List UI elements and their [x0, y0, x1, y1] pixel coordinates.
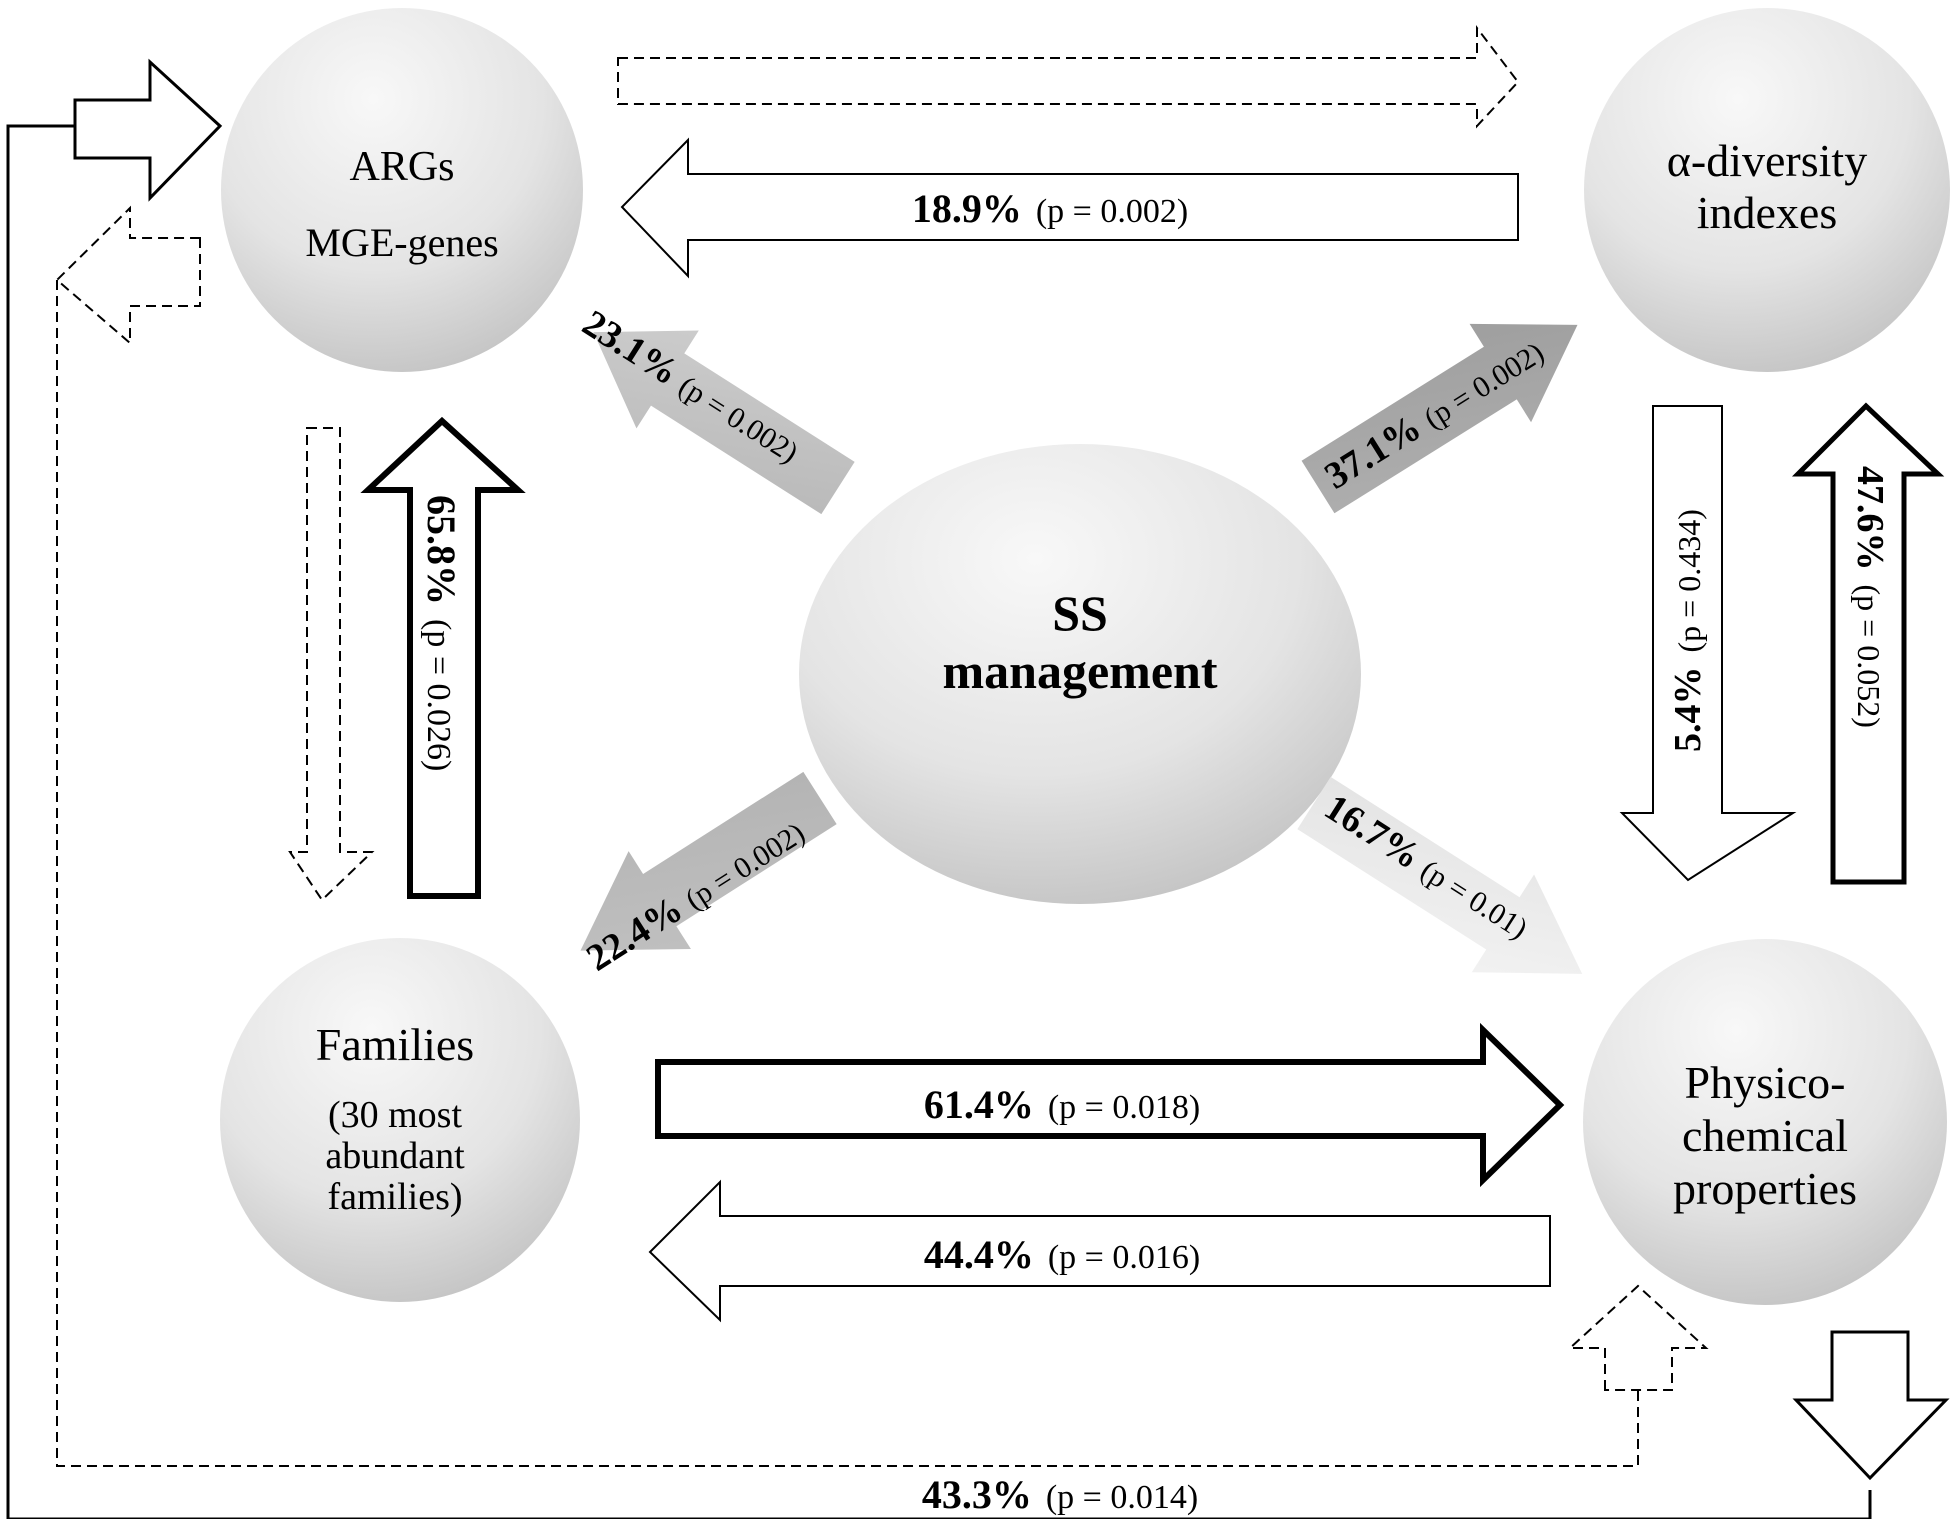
- dashed-arrow-out-of-args: [55, 205, 201, 346]
- families-label-2: (30 most: [328, 1094, 463, 1136]
- physico-node: [1583, 939, 1947, 1305]
- dashed-arrow-args-to-alpha: [617, 25, 1520, 129]
- arrow-physico-to-alpha: [1791, 402, 1945, 885]
- families-node: [220, 938, 580, 1302]
- families-label-1: Families: [316, 1019, 474, 1070]
- args-node: [221, 8, 583, 372]
- arrow-physico-to-args-label: 43.3% (p = 0.014): [922, 1472, 1198, 1517]
- arrow-physico-to-families-label: 44.4% (p = 0.016): [924, 1232, 1200, 1277]
- args-label-2: MGE-genes: [305, 220, 498, 265]
- arrow-physico-to-families: [648, 1179, 1551, 1323]
- arrow-physico-down-loop: [1792, 1330, 1950, 1481]
- arrow-families-to-args: [360, 416, 526, 899]
- arrow-physico-to-alpha-label: 47.6% (p = 0.052): [1849, 466, 1891, 728]
- physico-label-3: properties: [1673, 1163, 1857, 1214]
- dashed-arrow-into-physico: [1567, 1284, 1709, 1391]
- args-label-1: ARGs: [349, 144, 454, 190]
- arrow-ss-to-alpha-label: 37.1% (p = 0.002): [1318, 330, 1551, 498]
- physico-label-1: Physico-: [1685, 1057, 1846, 1108]
- alpha-label-2: indexes: [1697, 187, 1838, 238]
- arrow-loop-into-args: [73, 58, 223, 202]
- arrow-alpha-to-args: [620, 137, 1519, 279]
- alpha-node: [1584, 8, 1950, 372]
- ss-node: [799, 444, 1361, 904]
- arrow-ss-to-physico-label: 16.7% (p = 0.01): [1317, 786, 1537, 947]
- arrow-alpha-to-physico: [1619, 405, 1797, 882]
- arrow-ss-to-families: [580, 771, 837, 951]
- families-label-4: families): [327, 1176, 462, 1218]
- arrow-ss-to-args-label: 23.1% (p = 0.002): [575, 302, 807, 471]
- families-label-3: abundant: [325, 1135, 465, 1177]
- arrow-ss-to-alpha: [1301, 323, 1578, 514]
- ss-label-1: SS: [1052, 585, 1108, 641]
- arrow-ss-to-physico: [1297, 776, 1583, 974]
- arrow-families-to-physico-label: 61.4% (p = 0.018): [924, 1082, 1200, 1127]
- arrow-alpha-to-physico-label: 5.4% (p = 0.434): [1667, 509, 1709, 752]
- arrow-ss-to-args: [593, 330, 855, 515]
- arrow-families-to-physico: [655, 1022, 1565, 1188]
- physico-label-2: chemical: [1682, 1110, 1848, 1161]
- dashed-loop-line: [56, 280, 1639, 1467]
- ss-label-2: management: [943, 643, 1218, 699]
- alpha-label-1: α-diversity: [1667, 135, 1867, 186]
- arrow-families-to-args-label: 65.8% (p = 0.026): [419, 495, 464, 771]
- arrow-alpha-to-args-label: 18.9% (p = 0.002): [912, 186, 1188, 231]
- dashed-arrow-args-to-families: [288, 427, 375, 902]
